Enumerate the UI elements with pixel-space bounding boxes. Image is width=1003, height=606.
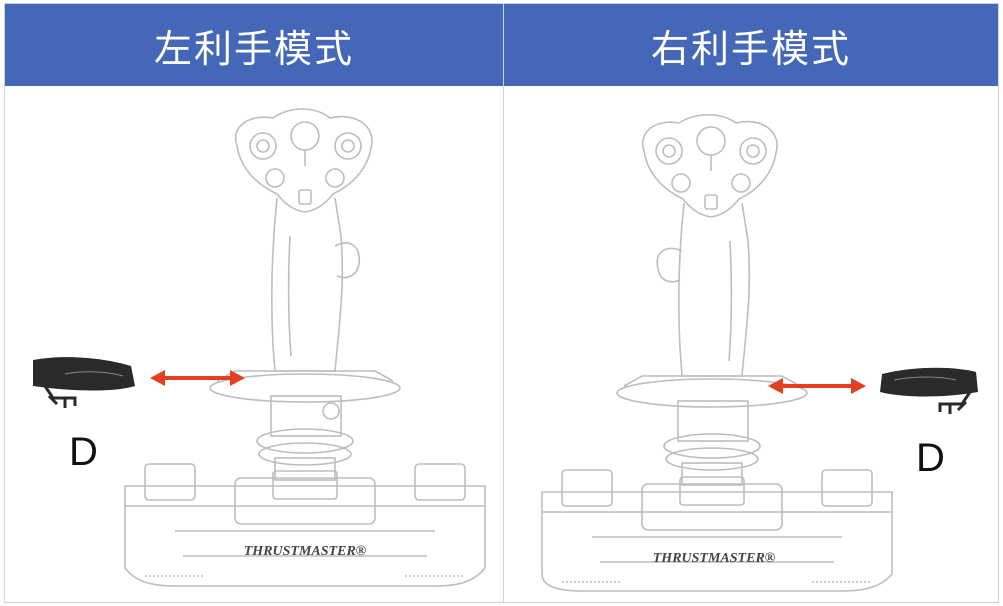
figure-frame: 左利手模式 右利手模式 <box>4 3 999 603</box>
left-brand-logo: THRUSTMASTER® <box>244 544 367 559</box>
right-hand-mode-title: 右利手模式 <box>650 26 851 71</box>
right-brand-logo: THRUSTMASTER® <box>653 551 776 566</box>
right-hand-mode-panel: THRUSTMASTER® D <box>504 86 998 602</box>
joystick-outline <box>124 108 486 587</box>
left-hand-mode-header: 左利手模式 <box>5 4 503 86</box>
left-hand-mode-panel: THRUSTMASTER® D <box>5 86 503 602</box>
right-hand-mode-header: 右利手模式 <box>504 4 998 86</box>
joystick-outline <box>541 113 893 592</box>
left-joystick-illustration: THRUSTMASTER® <box>33 108 486 587</box>
right-double-arrow <box>768 378 866 394</box>
right-part-label-d: D <box>916 436 945 480</box>
right-wing-part-d <box>880 367 978 414</box>
right-joystick-illustration: THRUSTMASTER® <box>541 113 978 592</box>
left-hand-mode-title: 左利手模式 <box>153 26 354 71</box>
panel-divider <box>503 4 504 602</box>
left-double-arrow <box>150 370 245 386</box>
left-wing-part-d <box>33 357 135 408</box>
left-part-label-d: D <box>69 430 98 474</box>
